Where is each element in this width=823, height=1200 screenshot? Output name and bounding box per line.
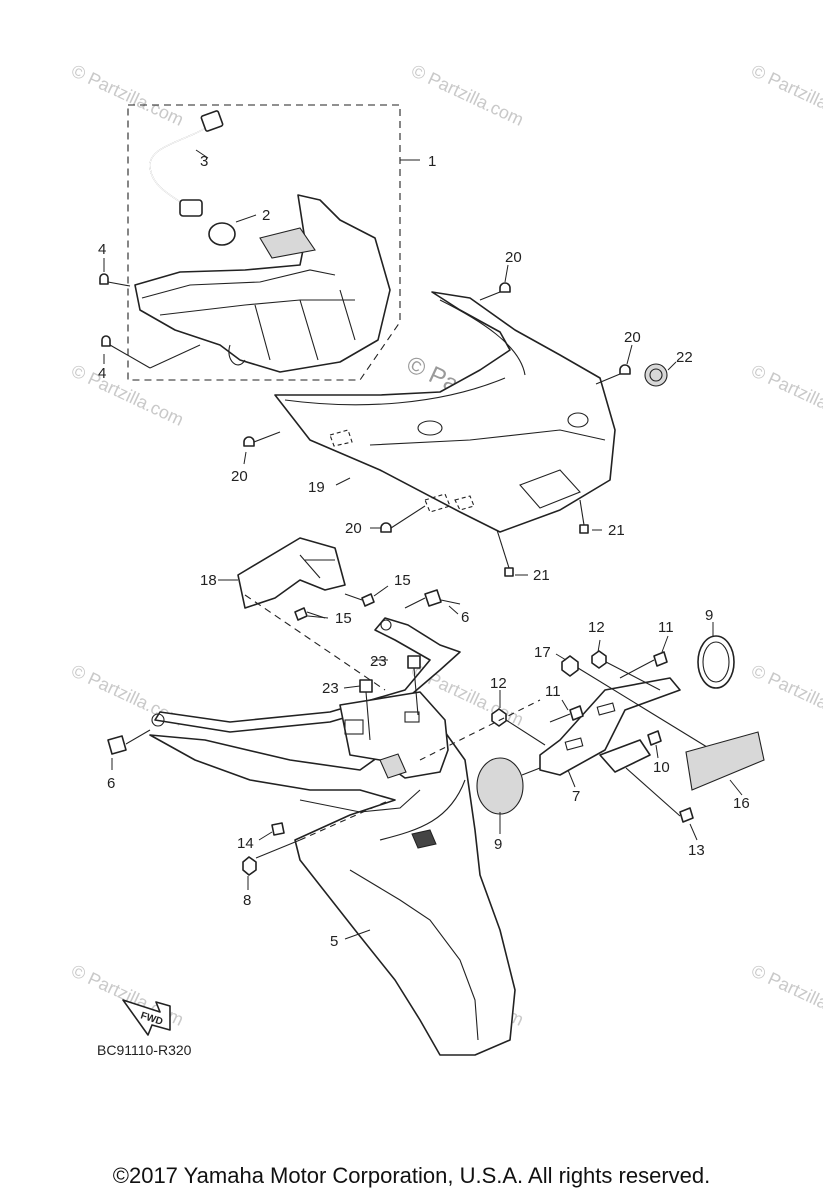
callout-12: 12	[588, 619, 605, 636]
headlight-assembly	[99, 104, 420, 381]
callout-20: 20	[624, 329, 641, 346]
rear-fender	[149, 724, 516, 1056]
callout-21: 21	[533, 567, 550, 584]
rear-reflector	[685, 731, 765, 791]
callout-15: 15	[335, 610, 352, 627]
callout-10: 10	[653, 759, 670, 776]
watermark: © Partzilla.com	[408, 60, 526, 129]
callout-4: 4	[98, 365, 106, 382]
callout-13: 13	[688, 842, 705, 859]
plate-bracket	[339, 691, 449, 779]
yamaha-emblem	[644, 363, 668, 387]
callout-1: 1	[428, 153, 436, 170]
callout-16: 16	[733, 795, 750, 812]
callout-labels: 1 2 3 4 4 20 20 22 20 19 20 21 21 18 15 …	[98, 153, 750, 950]
nut	[561, 655, 579, 677]
watermark: © Partzilla.com	[748, 360, 823, 429]
fender-tab	[411, 829, 437, 849]
callout-9: 9	[494, 836, 502, 853]
callout-20: 20	[231, 468, 248, 485]
headlight-housing	[134, 194, 391, 373]
callout-11: 11	[545, 683, 561, 700]
front-cover	[243, 282, 668, 577]
callout-4: 4	[98, 241, 106, 258]
watermark: © Partzilla.com	[748, 60, 823, 129]
callout-7: 7	[572, 788, 580, 805]
callout-17: 17	[534, 644, 551, 661]
front-cover-panel	[274, 291, 616, 533]
bulb	[208, 222, 236, 246]
watermark: © Partzilla.com	[68, 60, 186, 129]
callout-19: 19	[308, 479, 325, 496]
callout-21: 21	[608, 522, 625, 539]
callout-6: 6	[107, 775, 115, 792]
callout-9: 9	[705, 607, 713, 624]
leader-lines	[103, 149, 743, 940]
callout-15: 15	[394, 572, 411, 589]
headlight-lens-cover	[259, 227, 316, 259]
cover-bracket	[237, 537, 346, 609]
cord-connector	[200, 110, 224, 132]
callout-23: 23	[322, 680, 339, 697]
callout-3: 3	[200, 153, 208, 170]
copyright-notice: ©2017 Yamaha Motor Corporation, U.S.A. A…	[112, 1163, 711, 1188]
watermark: © Partzilla.com	[748, 660, 823, 729]
callout-22: 22	[676, 349, 693, 366]
callout-20: 20	[505, 249, 522, 266]
callout-23: 23	[370, 653, 387, 670]
callout-6: 6	[461, 609, 469, 626]
diagram-code: BC91110-R320	[97, 1042, 192, 1058]
fwd-arrow-icon: FWD	[122, 999, 171, 1036]
callout-2: 2	[262, 207, 270, 224]
callout-12: 12	[490, 675, 507, 692]
reflector-right	[697, 635, 735, 689]
bulb-socket	[179, 199, 203, 217]
rear-fender-assembly	[107, 537, 765, 1056]
watermark: © Partzilla.com	[748, 960, 823, 1029]
callout-14: 14	[237, 835, 254, 852]
callout-18: 18	[200, 572, 217, 589]
reflector-left	[476, 757, 524, 815]
callout-5: 5	[330, 933, 338, 950]
watermark: © Partzilla.com	[68, 360, 186, 429]
callout-8: 8	[243, 892, 251, 909]
callout-11: 11	[658, 619, 674, 636]
callout-20: 20	[345, 520, 362, 537]
